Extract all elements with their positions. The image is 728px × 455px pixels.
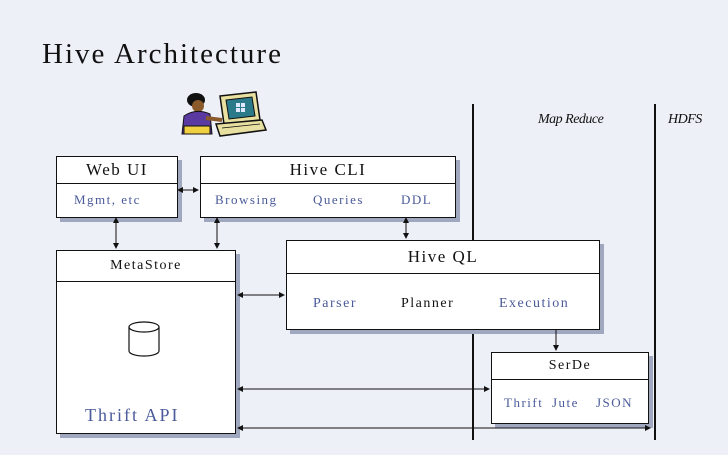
database-cylinder-icon xyxy=(128,321,160,357)
hive-cli-item-ddl: DDL xyxy=(401,192,433,207)
serde-item-jute: Jute xyxy=(552,395,579,410)
hive-ql-box: Hive QL Parser Planner Execution xyxy=(286,240,600,330)
serde-box: SerDe Thrift Jute JSON xyxy=(491,352,649,424)
page-title: Hive Architecture xyxy=(42,38,283,70)
metastore-title: MetaStore xyxy=(57,251,235,282)
metastore-thrift-api: Thrift API xyxy=(85,405,180,425)
map-reduce-label: Map Reduce xyxy=(538,112,604,127)
hive-ql-item-execution: Execution xyxy=(499,296,570,311)
web-ui-title: Web UI xyxy=(57,157,177,184)
hive-ql-title: Hive QL xyxy=(287,241,599,274)
web-ui-box: Web UI Mgmt, etc xyxy=(56,156,178,218)
hive-cli-item-queries: Queries xyxy=(313,192,364,207)
hive-ql-item-planner: Planner xyxy=(401,296,455,311)
hdfs-label: HDFS xyxy=(668,112,702,127)
serde-item-json: JSON xyxy=(596,395,634,410)
hive-cli-box: Hive CLI Browsing Queries DDL xyxy=(200,156,456,218)
serde-item-thrift: Thrift xyxy=(504,395,544,410)
metastore-box: MetaStore Thrift API xyxy=(56,250,236,434)
serde-title: SerDe xyxy=(492,353,648,380)
user-at-computer-icon xyxy=(181,91,268,137)
hive-cli-title: Hive CLI xyxy=(201,157,455,184)
web-ui-item-mgmt: Mgmt, etc xyxy=(74,192,141,207)
hdfs-divider xyxy=(654,104,656,440)
hive-ql-item-parser: Parser xyxy=(313,296,357,311)
hive-cli-item-browsing: Browsing xyxy=(215,192,278,207)
